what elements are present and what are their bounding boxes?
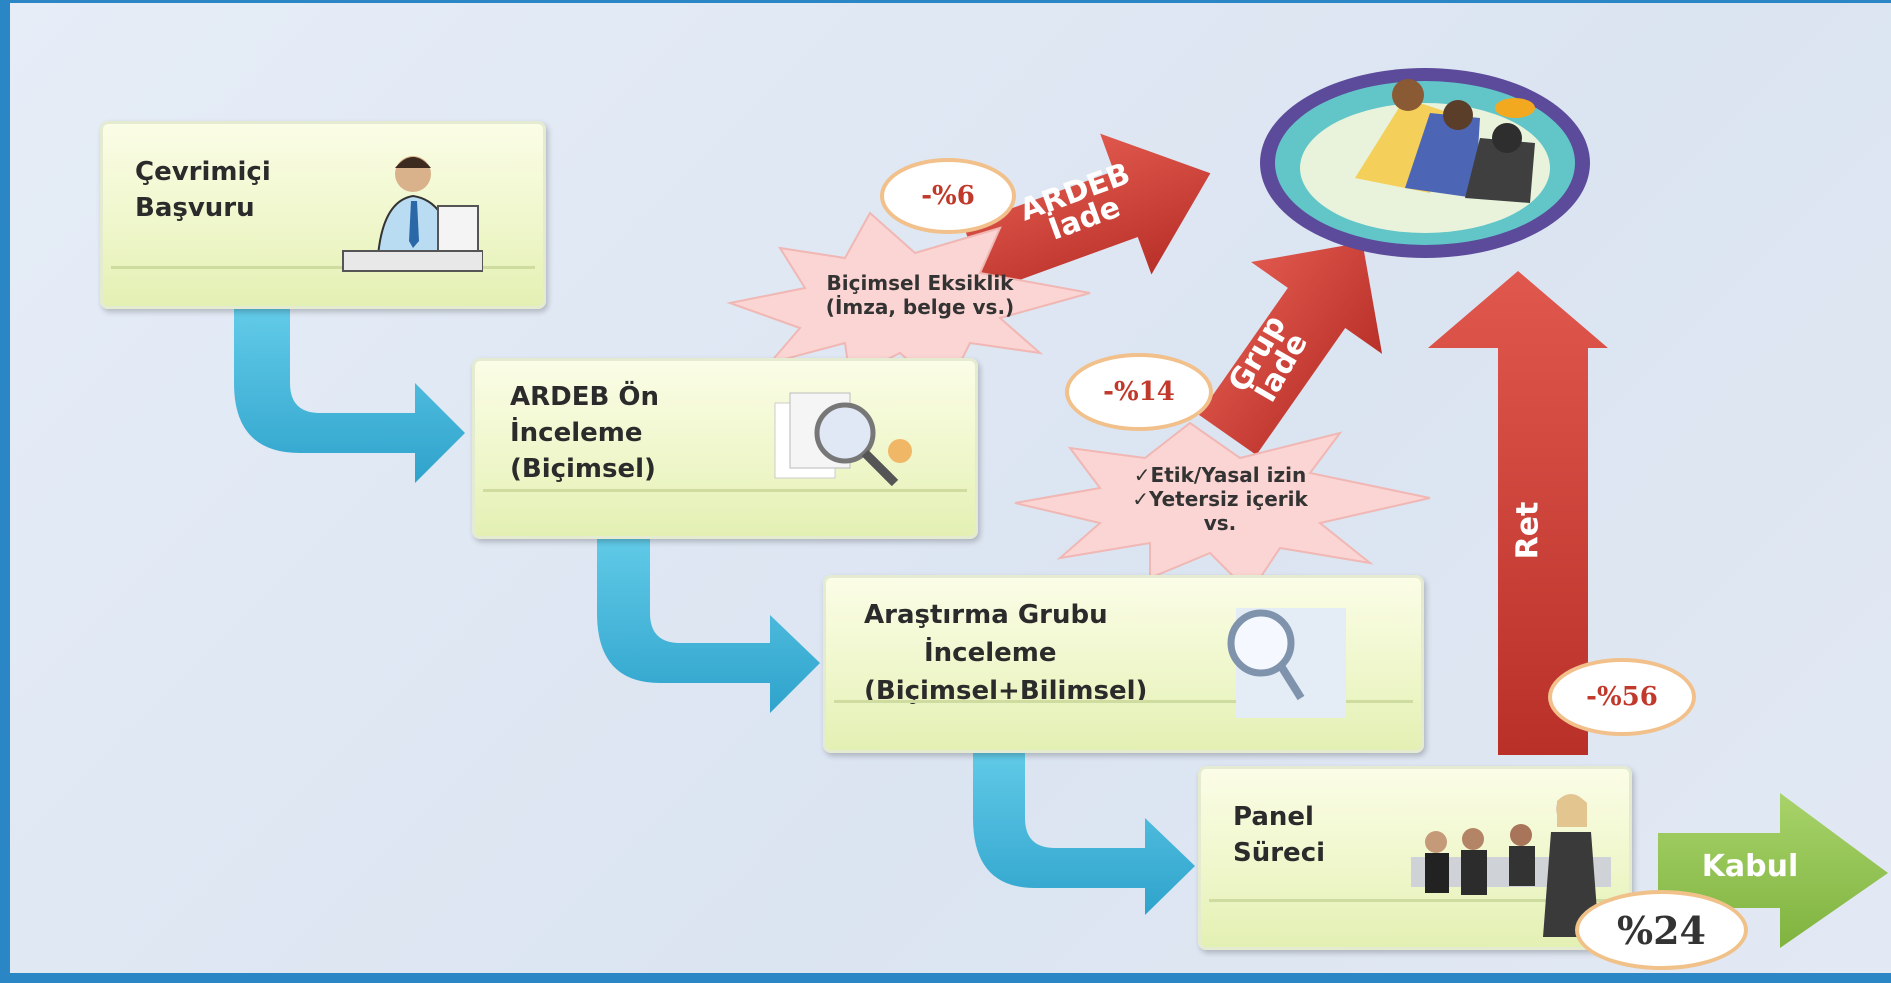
percent-grup-iade: -%14	[1065, 353, 1213, 431]
kabul-arrow	[1658, 793, 1888, 948]
step-arastirma-grubu-inceleme: Araştırma Grubu İnceleme (Biçimsel+Bilim…	[823, 575, 1424, 753]
ret-label: Ret	[1510, 501, 1546, 560]
icerik-line2: ✓Yetersiz içerik	[1132, 487, 1308, 511]
bicimsel-eksiklik-text: Biçimsel Eksiklik (İmza, belge vs.)	[790, 271, 1050, 319]
icerik-line1: ✓Etik/Yasal izin	[1133, 463, 1307, 487]
person-typing-icon	[342, 156, 483, 272]
step-label-line2: Süreci	[1233, 838, 1326, 868]
step-cevrimici-basvuru: Çevrimiçi Başvuru	[100, 121, 546, 309]
magnifying-glass-icon	[1227, 608, 1346, 718]
bicimsel-eksiklik-burst	[726, 211, 1091, 395]
step-panel-sureci: Panel Süreci	[1198, 766, 1632, 950]
step-label-line2: Başvuru	[135, 193, 255, 223]
percent-ret: -%56	[1548, 658, 1696, 736]
percent-kabul: %24	[1575, 890, 1748, 970]
step-label-line2: İnceleme	[510, 418, 643, 448]
magnifier-documents-icon	[774, 392, 912, 487]
icerik-burst	[1014, 421, 1431, 595]
step-label-line2: İnceleme	[924, 638, 1057, 668]
step-label-line1: Çevrimiçi	[135, 157, 271, 187]
bicimsel-line2: (İmza, belge vs.)	[825, 295, 1015, 319]
ret-arrow	[1428, 271, 1608, 755]
step-ardeb-on-inceleme: ARDEB Ön İnceleme (Biçimsel)	[472, 358, 978, 539]
grup-iade-arrow	[1198, 242, 1383, 455]
flow-arrow-1	[234, 308, 465, 483]
flow-connectors	[234, 68, 1888, 948]
step-label-line3: (Biçimsel)	[510, 454, 656, 484]
step-label-line1: Panel	[1233, 802, 1314, 832]
bicimsel-line1: Biçimsel Eksiklik	[826, 271, 1014, 295]
ardeb-iade-arrow	[963, 133, 1211, 292]
percent-ardeb-iade: -%6	[880, 158, 1016, 234]
icerik-text: ✓Etik/Yasal izin ✓Yetersiz içerik vs.	[1090, 463, 1350, 535]
flow-arrow-2	[597, 533, 820, 713]
group-meeting-icon	[1260, 68, 1590, 258]
icerik-line3: vs.	[1203, 511, 1237, 535]
step-label-line1: Araştırma Grubu	[864, 600, 1108, 630]
step-label-line3: (Biçimsel+Bilimsel)	[864, 676, 1148, 706]
step-label-line1: ARDEB Ön	[510, 382, 659, 412]
kabul-label: Kabul	[1701, 849, 1799, 884]
flow-arrow-3	[973, 748, 1195, 915]
slide-canvas: Çevrimiçi Başvuru ARDEB Ön İnceleme (Biç…	[10, 3, 1891, 973]
